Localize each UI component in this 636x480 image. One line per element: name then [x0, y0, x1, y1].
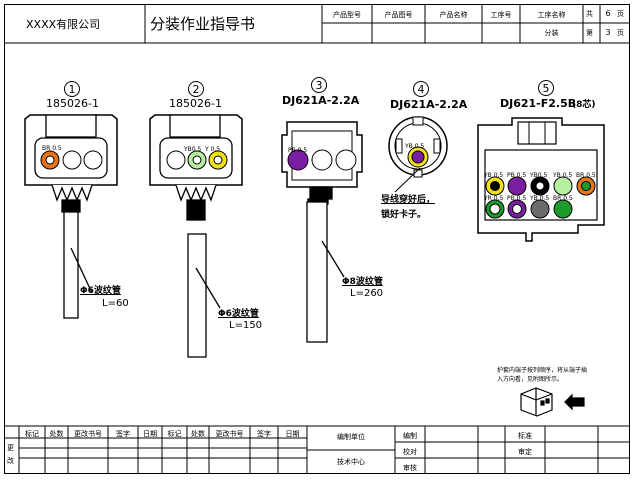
c3-pin-label: PB 0.5: [288, 147, 308, 154]
sheet-prefix: 第: [586, 29, 593, 37]
connector-1-pins: [40, 150, 103, 170]
role-check: 校对: [403, 448, 417, 456]
connector-4-note-line1: 导线穿好后，: [381, 195, 436, 205]
connector-3-pins: [287, 149, 357, 171]
rev-col-sign-2: 签字: [257, 430, 271, 438]
connector-4-note-line2: 锁好卡子。: [381, 210, 427, 220]
connector-3-latch: [306, 186, 345, 343]
connector-3-tube: Φ8波纹管: [342, 277, 383, 287]
rev-col-docno-2: 更改书号: [215, 430, 244, 438]
connector-3-part: DJ621A-2.2A: [282, 94, 360, 107]
left-label-2: 改: [7, 457, 14, 465]
instruction-line1: 护套内端子按列顺序，将从端子插: [497, 367, 588, 374]
connector-2-part: 185026-1: [169, 97, 222, 110]
field-process-name: 工序名称: [537, 11, 566, 19]
c5-top-label-3: YB0.5: [530, 172, 548, 179]
unit-name: 技术中心: [337, 458, 365, 466]
connector-5-part: DJ621-F2.5B: [500, 97, 577, 110]
connector-2-pins: [166, 150, 228, 170]
left-label-1: 更: [7, 444, 14, 452]
connector-4-index: 4: [413, 81, 429, 97]
rev-col-count-2: 处数: [191, 430, 205, 438]
rev-col-date: 日期: [143, 430, 157, 438]
c2-pin-label-2: Y 0.5: [205, 146, 221, 153]
rev-col-mark: 标记: [25, 430, 39, 438]
connector-2-length: L=150: [229, 320, 263, 331]
connector-4-housing: [388, 116, 448, 176]
connector-4-leader: [394, 167, 421, 193]
c5-bottom-label-3: YB 0.5: [530, 195, 550, 202]
field-product-name: 产品名称: [439, 11, 468, 19]
doc-title: 分装作业指导书: [150, 15, 256, 33]
sheet-suffix: 页: [617, 29, 624, 37]
c5-bottom-label-2: PB 0.5: [507, 195, 527, 202]
connector-5-index: 5: [538, 80, 554, 96]
role-review: 审核: [403, 464, 417, 472]
c5-top-label-1: YB 0.5: [484, 172, 504, 179]
connector-1-housing: [24, 114, 118, 186]
terminal-insert-illustration: [520, 387, 585, 417]
total-pages: 6: [605, 9, 611, 18]
field-process-no: 工序号: [490, 11, 512, 19]
c2-pin-label-1: YB0.5: [184, 146, 202, 153]
c5-top-label-2: PB 0.5: [507, 172, 527, 179]
connector-5-pins-top: [485, 176, 596, 196]
company-name: XXXX有限公司: [26, 18, 101, 31]
unit-label: 编制单位: [337, 433, 365, 441]
total-suffix: 页: [617, 10, 624, 18]
process-name-value: 分装: [544, 29, 559, 37]
connector-4-pin: [407, 146, 429, 178]
connector-1-latch: [51, 184, 93, 319]
instruction-line2: 入方向看，见附图所示。: [497, 376, 564, 383]
c1-pin-label: BR 0.5: [42, 145, 62, 152]
connector-3-index: 3: [311, 77, 327, 93]
connector-5-pins-bottom: [485, 199, 573, 219]
connector-2-latch: [175, 184, 221, 358]
rev-col-docno: 更改书号: [74, 430, 102, 438]
connector-5-suffix: (8芯): [572, 100, 596, 110]
connector-1-tube: Φ6波纹管: [80, 286, 121, 296]
rev-col-mark-2: 标记: [167, 430, 182, 438]
field-product-model: 产品型号: [333, 11, 361, 19]
connector-2-index: 2: [188, 81, 204, 97]
field-product-drawing: 产品图号: [384, 11, 413, 19]
connector-1-length: L=60: [102, 298, 129, 309]
rev-col-sign: 签字: [116, 430, 130, 438]
total-prefix: 共: [586, 10, 593, 18]
role-prepare: 编制: [403, 432, 417, 440]
c5-bottom-label-4: BR 0.5: [553, 195, 573, 202]
c5-top-label-5: BR 0.5: [576, 172, 596, 179]
approve-final: 审定: [518, 448, 532, 456]
c5-top-label-4: YB 0.5: [553, 172, 573, 179]
sheet-number: 3: [605, 28, 611, 37]
connector-4-part: DJ621A-2.2A: [390, 98, 468, 111]
approve-standard: 标准: [518, 432, 532, 440]
document-sheet: [4, 4, 630, 474]
rev-col-date-2: 日期: [285, 430, 300, 438]
connector-2-tube: Φ6波纹管: [218, 309, 259, 319]
c4-pin-label: YB 0.5: [405, 143, 425, 150]
connector-3-length: L=260: [350, 288, 384, 299]
rev-col-count: 处数: [49, 430, 64, 438]
c5-bottom-label-1: YR 0.5: [484, 195, 504, 202]
connector-1-index: 1: [64, 81, 80, 97]
connector-1-part: 185026-1: [46, 97, 99, 110]
